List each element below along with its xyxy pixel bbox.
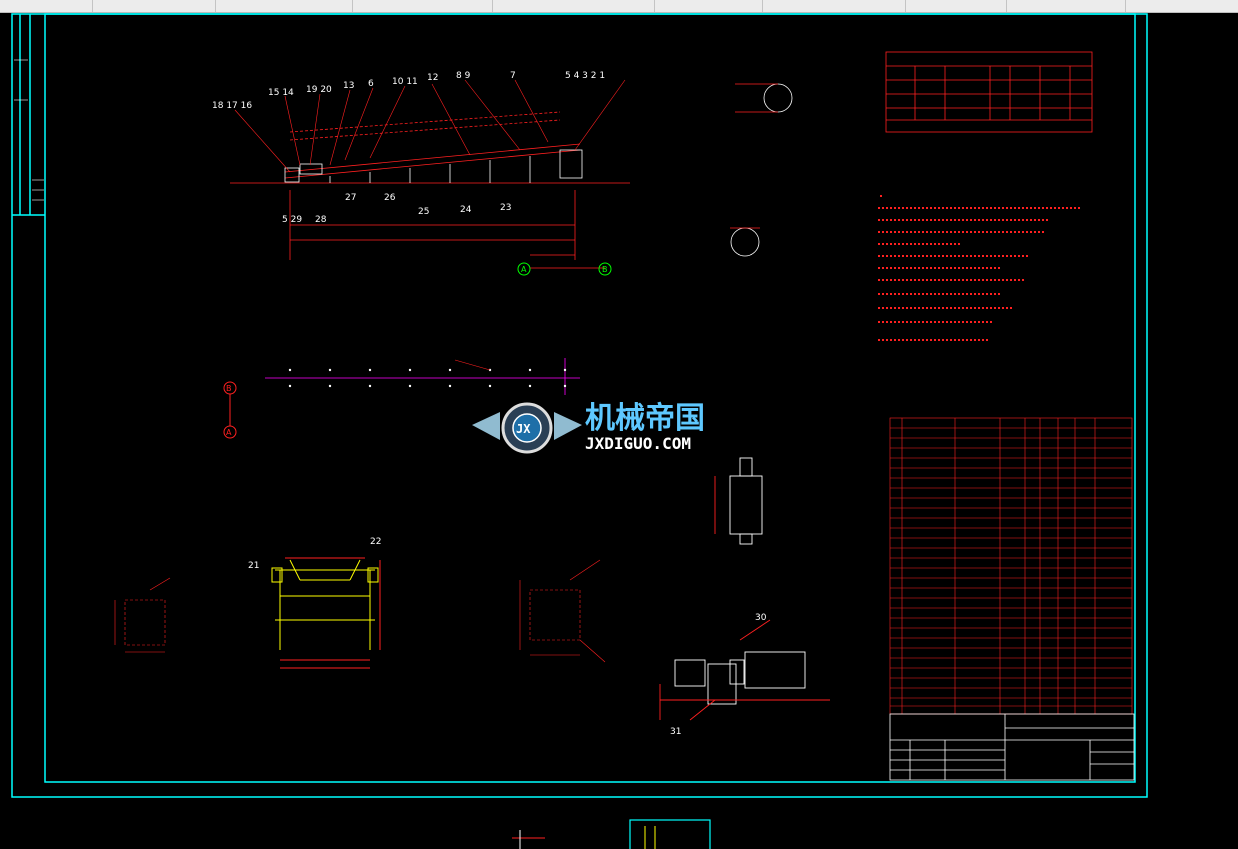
toolbar-separator: [492, 0, 493, 12]
section-marker-a: A: [226, 428, 232, 437]
callout-label: 5 4 3 2 1: [565, 71, 605, 81]
toolbar-separator: [654, 0, 655, 12]
section-marker-b: B: [226, 384, 232, 393]
axis-marker-a: A: [521, 265, 527, 274]
support-plan-view: [265, 358, 580, 395]
axis-marker-b: B: [602, 265, 608, 274]
app-toolbar-strip: [0, 0, 1238, 13]
anchor-bolt-detail-right: [519, 559, 606, 663]
watermark-badge: JX: [516, 422, 531, 436]
callout-label: 31: [670, 727, 681, 737]
watermark-en: JXDIGUO.COM: [585, 434, 691, 453]
axis-markers-ab: A B: [517, 262, 612, 276]
toolbar-separator: [905, 0, 906, 12]
title-block: [889, 713, 1135, 781]
callout-label: 10 11: [392, 77, 418, 87]
toolbar-separator: [1006, 0, 1007, 12]
callout-label: 5 29: [282, 215, 302, 225]
watermark-cn: 机械帝国: [585, 401, 705, 436]
parameter-table: [885, 51, 1093, 133]
sheet-side-strip-marks: [14, 59, 44, 201]
bottom-callout-numbers: 5 29 28 27 26 25 24 23: [282, 193, 511, 225]
idler-section-labels: 21 22: [248, 537, 381, 571]
callout-label: 8 9: [456, 71, 471, 81]
callout-label: 19 20: [306, 85, 332, 95]
callout-label: 22: [370, 537, 381, 547]
technical-notes: [878, 195, 1080, 341]
pulley-detail-views: [730, 83, 793, 257]
callout-label: 23: [500, 203, 511, 213]
conveyor-elevation-view: [230, 111, 630, 269]
cad-drawing-canvas[interactable]: 18 17 16 15 14 19 20 13 6 10 11 12 8 9 7…: [0, 12, 1238, 849]
callout-label: 30: [755, 613, 767, 623]
toolbar-separator: [1125, 0, 1126, 12]
callout-label: 25: [418, 207, 429, 217]
drive-unit-plan: [659, 619, 830, 721]
parts-list-table: [889, 417, 1133, 715]
toolbar-separator: [92, 0, 93, 12]
anchor-bolt-detail-left: [114, 577, 171, 653]
toolbar-separator: [352, 0, 353, 12]
section-markers: B A: [223, 381, 237, 439]
callout-label: 21: [248, 561, 259, 571]
callout-leaders: [234, 79, 626, 173]
toolbar-separator: [762, 0, 763, 12]
conveyor-structure: [284, 149, 583, 183]
callout-label: 28: [315, 215, 327, 225]
callout-label: 27: [345, 193, 356, 203]
toolbar-separator: [215, 0, 216, 12]
idler-cross-section: [271, 557, 381, 669]
drive-unit-elevation: [714, 457, 763, 545]
bottom-partial-views: [512, 819, 711, 849]
callout-label: 6: [368, 79, 374, 89]
watermark-logo: JX 机械帝国 JXDIGUO.COM: [472, 401, 705, 454]
callout-label: 18 17 16: [212, 101, 252, 111]
callout-label: 26: [384, 193, 396, 203]
callout-label: 12: [427, 73, 438, 83]
callout-label: 7: [510, 71, 516, 81]
callout-label: 13: [343, 81, 354, 91]
drive-unit-labels: 30 31: [670, 613, 767, 737]
callout-label: 24: [460, 205, 472, 215]
sheet-frame: [11, 13, 1148, 798]
callout-label: 15 14: [268, 88, 294, 98]
top-callout-numbers: 18 17 16 15 14 19 20 13 6 10 11 12 8 9 7…: [212, 71, 605, 111]
